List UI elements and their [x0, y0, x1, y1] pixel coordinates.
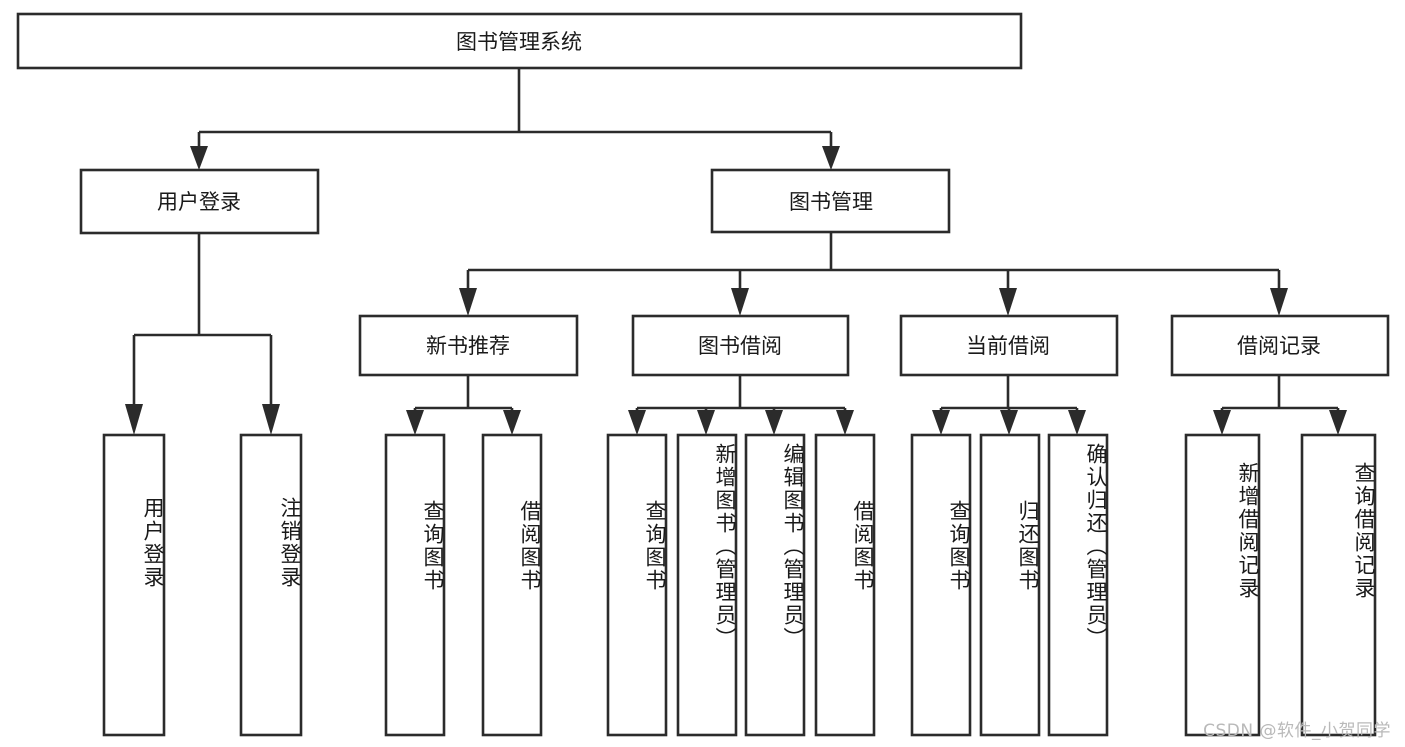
- node-new-book-recommend[interactable]: 新书推荐: [358, 314, 579, 377]
- leaf-box-book-borrow-3[interactable]: [814, 433, 876, 737]
- node-user-login-label: 用户登录: [157, 190, 241, 214]
- connector-borrowrecord-to-leaves: [1213, 375, 1347, 435]
- connector-root-to-level1: [190, 68, 840, 170]
- leaf-box-new-book-0[interactable]: [384, 433, 446, 737]
- node-user-login[interactable]: 用户登录: [79, 168, 320, 235]
- leaf-box-new-book-1[interactable]: [481, 433, 543, 737]
- node-book-borrow[interactable]: 图书借阅: [631, 314, 850, 377]
- watermark: CSDN @软件_小贺同学: [1203, 721, 1391, 741]
- leaf-box-user-login-0[interactable]: [102, 433, 166, 737]
- leaf-box-borrow-record-0[interactable]: [1184, 433, 1261, 737]
- node-current-borrow[interactable]: 当前借阅: [899, 314, 1119, 377]
- leaf-box-book-borrow-1[interactable]: [676, 433, 738, 737]
- leaf-box-borrow-record-1[interactable]: [1300, 433, 1377, 737]
- node-new-book-recommend-label: 新书推荐: [426, 334, 510, 358]
- node-book-management-label: 图书管理: [789, 190, 873, 214]
- leaf-box-book-borrow-0[interactable]: [606, 433, 668, 737]
- connector-currentborrow-to-leaves: [932, 375, 1086, 435]
- connector-bookborrow-to-leaves: [628, 375, 854, 435]
- connector-userlogin-to-leaves: [125, 233, 280, 435]
- leaf-box-current-borrow-1[interactable]: [979, 433, 1041, 737]
- node-root[interactable]: 图书管理系统: [16, 12, 1023, 70]
- leaf-box-current-borrow-0[interactable]: [910, 433, 972, 737]
- node-root-label: 图书管理系统: [456, 30, 582, 54]
- node-current-borrow-label: 当前借阅: [966, 334, 1050, 358]
- connector-newbook-to-leaves: [406, 375, 521, 435]
- node-book-management[interactable]: 图书管理: [710, 168, 951, 234]
- leaf-box-user-login-1[interactable]: [239, 433, 303, 737]
- leaf-box-book-borrow-2[interactable]: [744, 433, 806, 737]
- leaf-box-current-borrow-2[interactable]: [1047, 433, 1109, 737]
- node-book-borrow-label: 图书借阅: [698, 334, 782, 358]
- connector-bookmgmt-to-level2: [459, 232, 1288, 316]
- node-borrow-record[interactable]: 借阅记录: [1170, 314, 1390, 377]
- node-borrow-record-label: 借阅记录: [1237, 334, 1321, 358]
